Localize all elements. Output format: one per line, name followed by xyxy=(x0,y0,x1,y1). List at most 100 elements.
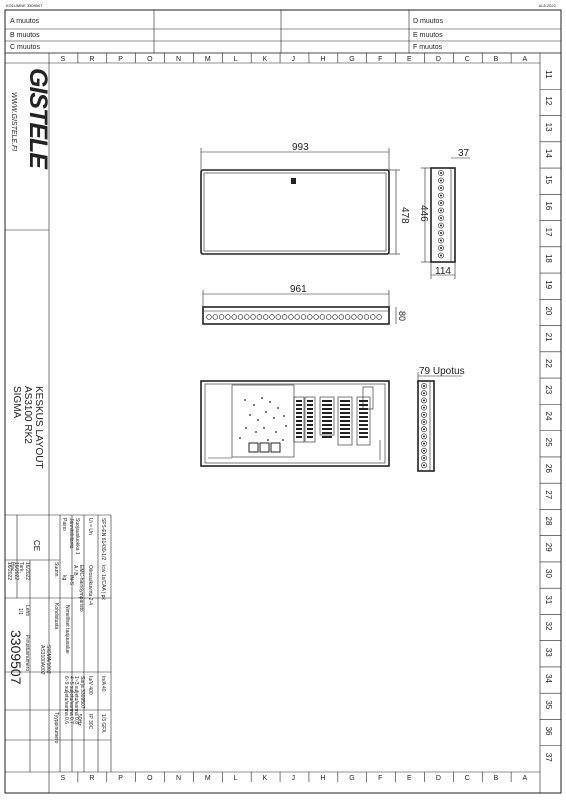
made-label: Suunn. xyxy=(53,562,59,578)
revision-e: E muutos xyxy=(413,32,443,39)
row-label: 35 xyxy=(544,700,553,709)
column-label-bottom: J xyxy=(292,775,296,782)
column-label-top: G xyxy=(349,56,354,63)
column-label-top: S xyxy=(60,56,65,63)
column-label-top: N xyxy=(176,56,181,63)
customer-value: SIGMA/1002 xyxy=(45,645,51,674)
bottom-depth-label: 80 xyxy=(397,311,407,321)
column-label-top: J xyxy=(292,56,296,63)
right-value-3: 50Hz xyxy=(76,714,82,726)
column-label-top: H xyxy=(320,56,325,63)
customer-label: Kohdistusta xyxy=(53,603,59,629)
column-label-bottom: A xyxy=(523,775,528,782)
recess-label: 79 Upotus xyxy=(419,366,465,377)
top-right-date: 16.8.2022 xyxy=(538,3,557,8)
revision-f: F muutos xyxy=(413,44,443,51)
row-label: 31 xyxy=(544,595,553,604)
column-label-bottom: N xyxy=(176,775,181,782)
column-label-bottom: O xyxy=(147,775,153,782)
revision-c: C muutos xyxy=(10,44,40,51)
revision-b: B muutos xyxy=(10,32,40,39)
row-label: 32 xyxy=(544,622,553,631)
approved-label: Hyv. xyxy=(9,562,15,572)
breaker-row-3 xyxy=(319,396,335,436)
spec-line-1: SFS-EN 61439-1/2 xyxy=(100,518,106,560)
bottom-width-label: 961 xyxy=(290,284,307,295)
column-label-bottom: G xyxy=(349,775,354,782)
column-label-top: C xyxy=(465,56,470,63)
column-label-bottom: F xyxy=(378,775,382,782)
mounting-plate xyxy=(231,384,295,458)
mid-value-5: 4~5 suljetu/varma 0,7 xyxy=(68,676,74,724)
customer-value-2: AS3100A002 xyxy=(39,645,45,675)
row-label: 19 xyxy=(544,280,553,289)
side-view: 446 37 114 xyxy=(418,148,470,279)
terminal-block-1 xyxy=(248,442,259,453)
column-label-top: L xyxy=(234,56,238,63)
right-value-1: 1/3 GFX xyxy=(100,714,106,733)
recessed-terminal-holes xyxy=(421,383,427,469)
column-label-bottom: R xyxy=(89,775,94,782)
column-label-top: D xyxy=(436,56,441,63)
row-label: 15 xyxy=(544,175,553,184)
terminal-block-2 xyxy=(259,442,270,453)
column-label-top: K xyxy=(263,56,268,63)
front-height-label: 478 xyxy=(399,207,410,224)
checked-label: Tark. xyxy=(18,562,24,573)
row-label: 12 xyxy=(544,96,553,105)
row-label: 21 xyxy=(544,333,553,342)
row-label: 28 xyxy=(544,517,553,526)
column-label-bottom: M xyxy=(205,775,211,782)
top-left-code: KOLUMNE 3309507 xyxy=(6,3,43,8)
bottom-view: 961 80 xyxy=(202,284,407,325)
ce-mark: CE xyxy=(32,540,41,551)
breaker-marks xyxy=(296,400,368,438)
revision-a: A muutos xyxy=(10,18,40,25)
breaker-row-5 xyxy=(356,396,371,446)
row-label: 30 xyxy=(544,569,553,578)
column-label-bottom: L xyxy=(234,775,238,782)
row-label: 37 xyxy=(544,753,553,762)
column-label-bottom: C xyxy=(465,775,470,782)
spec-line-2: Ui = Un xyxy=(87,518,93,535)
breaker-row-1 xyxy=(293,396,305,443)
side-depth-label: 37 xyxy=(458,148,470,159)
row-label: 26 xyxy=(544,464,553,473)
revision-table: A muutos B muutos C muutos D muutos E mu… xyxy=(5,10,561,54)
row-label: 18 xyxy=(544,254,553,263)
recessed-side-panel xyxy=(417,380,435,472)
title-line-1: SIGMA xyxy=(11,386,22,419)
spec-value-5: Nimelliset taajuusalue xyxy=(64,605,70,654)
revision-d: D muutos xyxy=(413,18,443,25)
column-label-bottom: B xyxy=(494,775,499,782)
mid-value-1: In/A 40 xyxy=(100,676,106,692)
brand-strip: GISTELE WWW.GISTELE.FI SIGMA AS3100 RK2 … xyxy=(5,68,52,469)
column-label-bottom: E xyxy=(407,775,412,782)
column-label-bottom: K xyxy=(263,775,268,782)
right-value-2: IP 30C xyxy=(87,714,93,730)
mid-value-6: 6~9 suljetu/varma 0,6 xyxy=(63,676,69,724)
column-label-top: R xyxy=(89,56,94,63)
drawing-number-label: Piirustusnumero xyxy=(24,635,30,671)
recessed-side-view: 79 Upotus xyxy=(417,366,465,472)
spec-value-2: Oikosulkuvirta 2-4 xyxy=(87,565,93,605)
side-panel xyxy=(430,167,456,263)
mid-value-4: 1~3 suljetu/varma 0,8 xyxy=(73,676,79,724)
mounting-plate-dots xyxy=(239,397,287,441)
spec-line-3: Suojausluokka 1 xyxy=(74,518,80,555)
side-width-label: 114 xyxy=(435,266,451,277)
made-value: 16/2022 xyxy=(24,562,30,580)
title-line-2: AS3100 RK2 xyxy=(22,386,33,444)
spec-value-6: IN-S xyxy=(68,575,74,586)
sheet-value: 1/1 xyxy=(17,608,23,615)
side-height-label: 446 xyxy=(418,205,429,222)
approved-value: 16/2022 xyxy=(6,562,12,580)
spec-value-4: A / B xyxy=(72,565,78,576)
row-label: 34 xyxy=(544,674,553,683)
column-label-bottom: S xyxy=(60,775,65,782)
side-terminal-holes xyxy=(438,170,444,259)
front-view: 993 478 xyxy=(200,142,410,255)
row-label: 17 xyxy=(544,228,553,237)
